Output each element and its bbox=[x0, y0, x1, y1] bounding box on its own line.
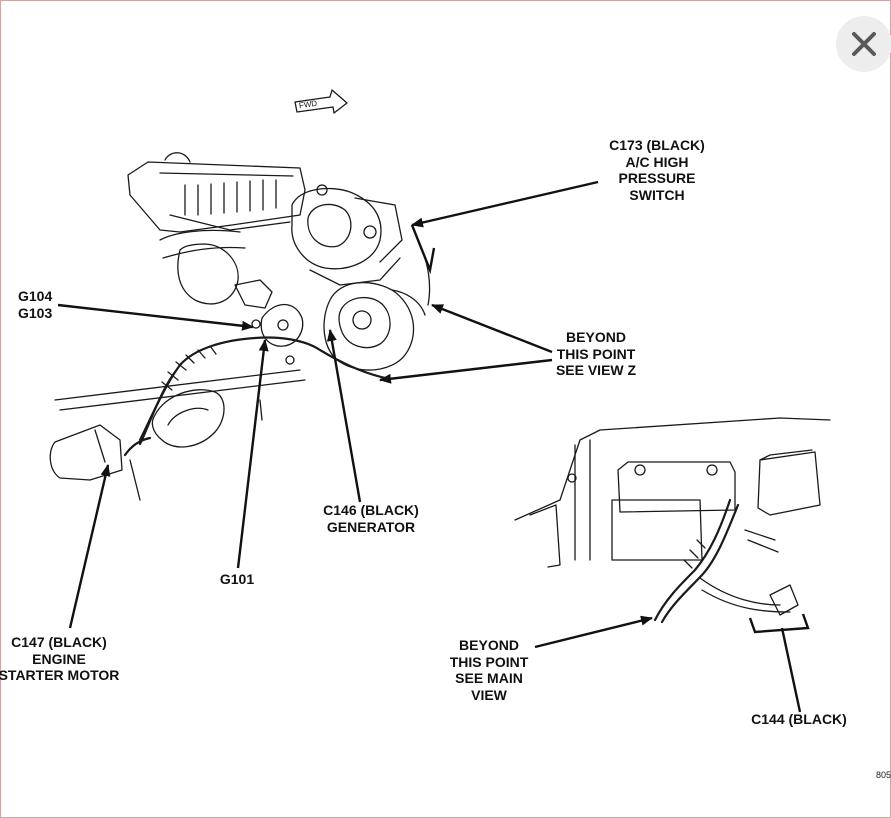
callout-line: THIS POINT bbox=[556, 345, 636, 362]
callout-g104-g103: G104 G103 bbox=[18, 288, 52, 321]
callout-line: SWITCH bbox=[629, 186, 685, 203]
callout-c147-starter-motor: C147 (BLACK) ENGINE STARTER MOTOR bbox=[0, 634, 122, 684]
callout-arrows bbox=[57, 180, 810, 713]
callout-line: STARTER MOTOR bbox=[0, 667, 120, 683]
callout-line: A/C HIGH bbox=[625, 153, 689, 170]
engine-block-drawing bbox=[49, 152, 431, 501]
callout-line: C173 (BLACK) bbox=[609, 137, 705, 153]
callout-c146-generator: C146 (BLACK) GENERATOR bbox=[312, 502, 430, 535]
callout-g101: G101 bbox=[212, 571, 262, 588]
close-button[interactable] bbox=[836, 16, 891, 72]
callout-line: C146 (BLACK) bbox=[323, 502, 419, 518]
callout-line: C144 (BLACK) bbox=[751, 711, 847, 727]
callout-line: SEE MAIN bbox=[455, 670, 523, 686]
close-icon bbox=[852, 32, 876, 56]
callout-beyond-see-view-z: BEYOND THIS POINT SEE VIEW Z bbox=[548, 329, 644, 379]
figure-code: 805 bbox=[876, 770, 891, 780]
callout-line: G103 bbox=[18, 304, 53, 321]
callout-line: SEE VIEW Z bbox=[555, 362, 637, 378]
callout-line: GENERATOR bbox=[326, 518, 416, 535]
callout-line: C147 (BLACK) bbox=[11, 634, 107, 650]
callout-line: ENGINE bbox=[32, 650, 86, 667]
callout-line: THIS POINT bbox=[449, 653, 529, 670]
callout-c144: C144 (BLACK) bbox=[742, 711, 856, 728]
callout-line: G101 bbox=[219, 571, 255, 587]
callout-line: PRESSURE bbox=[618, 170, 696, 186]
callout-line: BEYOND bbox=[459, 637, 519, 653]
callout-line: G104 bbox=[18, 288, 53, 304]
callout-line: BEYOND bbox=[566, 329, 626, 345]
callout-line: VIEW bbox=[471, 686, 507, 703]
callout-beyond-see-main-view: BEYOND THIS POINT SEE MAIN VIEW bbox=[440, 637, 538, 703]
view-z-drawing bbox=[514, 417, 831, 624]
fwd-badge bbox=[294, 89, 348, 114]
callout-c173-ac-pressure-switch: C173 (BLACK) A/C HIGH PRESSURE SWITCH bbox=[595, 137, 719, 203]
